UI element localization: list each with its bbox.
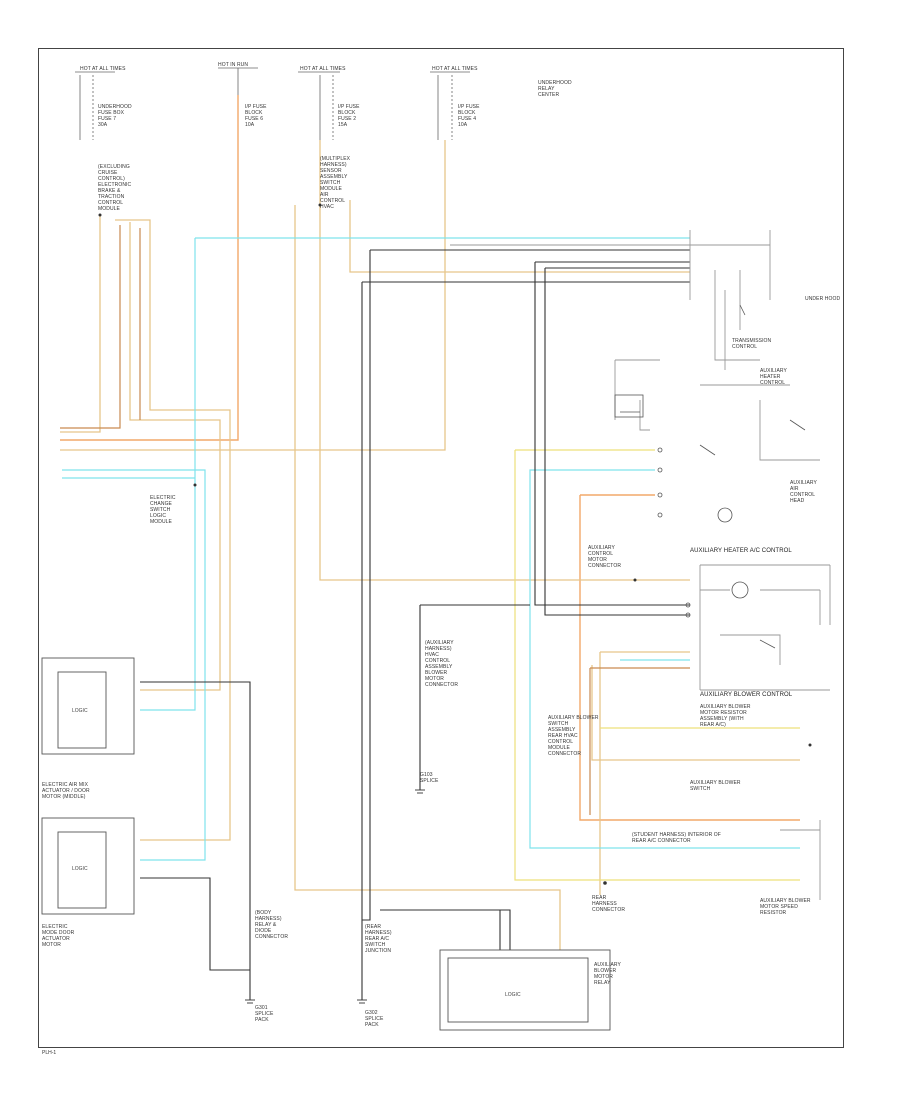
fuse-3-sub: I/P FUSE BLOCK FUSE 2 15A [338, 104, 360, 128]
brown-wires [60, 225, 690, 815]
cyan-wires [62, 237, 800, 861]
right-bottom-label: AUXILIARY BLOWER MOTOR SPEED RESISTOR [760, 898, 811, 916]
aux-blower-switch-label: AUXILIARY BLOWER MOTOR RESISTOR ASSEMBLY… [700, 704, 751, 728]
logic-box-2-label: LOGIC [72, 866, 88, 872]
black-wires [140, 249, 690, 1000]
rear-harness-label: REAR HARNESS CONNECTOR [592, 895, 626, 913]
hot-in-run-top: HOT IN RUN [218, 62, 249, 68]
bottom-harness-label: (REAR HARNESS) REAR A/C SWITCH JUNCTION [365, 924, 392, 954]
gnd-bottom-mid-label: G302 SPLICE PACK [365, 1010, 384, 1028]
mid-harness-label: (AUXILIARY HARNESS) HVAC CONTROL ASSEMBL… [425, 640, 459, 688]
aux-heater-ctrl-label: AUXILIARY HEATER A/C CONTROL [690, 548, 792, 554]
aux-blower-rear-label: AUXILIARY BLOWER MOTOR RELAY [594, 962, 621, 986]
aux-cnt-label: AUXILIARY CONTROL MOTOR CONNECTOR [588, 545, 622, 569]
auxiliary-heater-label: AUXILIARY HEATER CONTROL [760, 368, 787, 386]
fuse-4-label: HOT AT ALL TIMES [432, 66, 478, 72]
aux-blower-switch2-label: AUXILIARY BLOWER SWITCH [690, 780, 741, 792]
fuse-4-sub: I/P FUSE BLOCK FUSE 4 10A [458, 104, 480, 128]
fuse-1-label: HOT AT ALL TIMES [80, 66, 126, 72]
aux-air-control-label: AUXILIARY AIR CONTROL HEAD [790, 480, 817, 504]
under-hood-label: UNDER HOOD [805, 296, 841, 302]
fuse-3-label: HOT AT ALL TIMES [300, 66, 346, 72]
tan-wires [60, 140, 800, 950]
gnd-bottom-left-label: G301 SPLICE PACK [255, 1005, 274, 1023]
connector-dots [98, 203, 812, 885]
harness-1-label: (EXCLUDING CRUISE CONTROL) ELECTRONIC BR… [98, 164, 132, 212]
underhood-relay-label: UNDERHOOD RELAY CENTER [538, 80, 572, 98]
elec-left-label: ELECTRIC CHANGE SWITCH LOGIC MODULE [150, 495, 176, 525]
gray-wires [450, 230, 831, 900]
fuse-2-sub: I/P FUSE BLOCK FUSE 6 10A [245, 104, 267, 128]
footer-code: PLH-1 [42, 1050, 57, 1056]
ground-symbols [245, 789, 425, 1004]
logic-boxes [41, 657, 611, 1031]
logic-box-1-label: LOGIC [72, 708, 88, 714]
top-fuse-lines [75, 67, 470, 140]
aux-conn-right-label: AUXILIARY BLOWER SWITCH ASSEMBLY REAR HV… [548, 715, 599, 757]
actuator-1-label: ELECTRIC AIR MIX ACTUATOR / DOOR MOTOR (… [42, 782, 90, 800]
harness-2-label: (MULTIPLEX HARNESS) SENSOR ASSEMBLY SWIT… [320, 156, 351, 210]
diagram-frame [38, 48, 844, 1048]
transmission-control-label: TRANSMISSION CONTROL [732, 338, 772, 350]
aux-blower-ctrl-label: AUXILIARY BLOWER CONTROL [700, 692, 793, 698]
bottom-left-harness-label: (BODY HARNESS) RELAY & DIODE CONNECTOR [255, 910, 289, 940]
gnd-mid-label: G103 SPLICE [420, 772, 439, 784]
yellow-wires [514, 449, 800, 881]
logic-box-3-label: LOGIC [505, 992, 521, 998]
actuator-2-label: ELECTRIC MODE DOOR ACTUATOR MOTOR [42, 924, 75, 948]
switch-symbols [614, 304, 806, 649]
fuse-1-sub: UNDERHOOD FUSE BOX FUSE 7 30A [98, 104, 132, 128]
orange-wires [60, 95, 800, 821]
rear-ac-switch-label: (STUDENT HARNESS) INTERIOR OF REAR A/C C… [632, 832, 721, 844]
